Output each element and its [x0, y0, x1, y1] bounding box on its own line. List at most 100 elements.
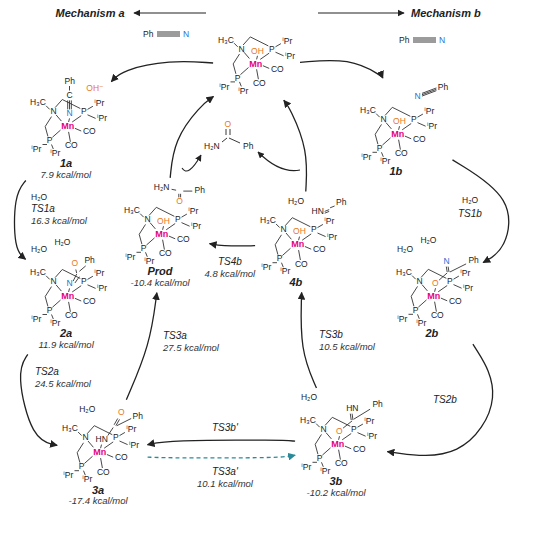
bond — [439, 273, 447, 280]
bond — [69, 100, 70, 109]
energy-value: 27.5 kcal/mol — [162, 343, 220, 353]
atom-label: N — [238, 45, 244, 54]
atom-label: Ph — [468, 256, 478, 265]
bond — [183, 190, 192, 191]
atom-label: CO — [83, 297, 96, 306]
atom-label: N — [416, 277, 422, 286]
bond — [231, 82, 236, 83]
atom-label: ⁱPr — [82, 475, 92, 484]
energy-value: 24.5 kcal/mol — [34, 379, 92, 389]
bond — [88, 276, 93, 279]
bond — [375, 124, 381, 144]
bond — [318, 233, 326, 237]
bond — [88, 114, 96, 118]
atom-label: H₂O — [54, 238, 70, 247]
species-label: Prod — [147, 266, 172, 277]
complex-structure: H₃CNPⁱPrⁱPrMnCOPⁱPrⁱPrCOOHNPhH₂O3b-10.2 … — [297, 390, 385, 501]
reaction-arrow — [148, 440, 296, 445]
bond — [75, 470, 80, 471]
bond — [43, 314, 48, 315]
bond — [412, 275, 416, 279]
bond — [282, 248, 290, 255]
bond — [107, 454, 113, 457]
atom-label: CO — [97, 468, 110, 477]
bond — [163, 240, 165, 250]
atom-label: CO — [159, 249, 172, 258]
transition-state-label: TS3b' — [211, 423, 239, 433]
bond — [140, 213, 144, 217]
energy-value: 16.3 kcal/mol — [30, 216, 88, 226]
bond — [422, 284, 427, 290]
atom-label: CO — [115, 453, 128, 462]
atom-label: H₃C — [30, 268, 46, 277]
bond — [411, 286, 417, 306]
atom-label: P — [269, 45, 275, 54]
ligand-label: HN — [96, 435, 108, 444]
atom-label: HN — [346, 404, 358, 413]
transition-state-label: TS1a — [30, 204, 56, 214]
complex-structure: H₃CNPⁱPrⁱPrMnCOPⁱPrⁱPrCOHNOPhH₂O3a-17.4 … — [59, 402, 146, 509]
bond — [350, 414, 352, 420]
bond — [240, 68, 248, 75]
species-label: 1b — [389, 166, 402, 177]
bond — [446, 266, 448, 271]
transition-state-label: TS4b — [217, 257, 243, 267]
atom-label: ⁱPr — [261, 263, 271, 272]
bond — [88, 441, 93, 447]
bond — [243, 37, 268, 46]
bond — [77, 442, 83, 462]
bond — [45, 116, 51, 136]
atom-label: P — [235, 74, 241, 83]
metal-label: Mn — [249, 60, 262, 69]
atom-label: Ph — [398, 36, 410, 45]
reaction-arrow — [111, 62, 213, 82]
atom-label: P — [411, 115, 417, 124]
atom-label: O — [118, 408, 125, 417]
atom-label: ⁱPr — [416, 319, 426, 328]
bond — [88, 284, 96, 288]
bond — [45, 286, 51, 306]
atom-label: CO — [313, 245, 326, 254]
transition-state-label: TS1b — [457, 209, 483, 219]
bond — [326, 432, 331, 438]
metal-label: Mn — [331, 440, 344, 449]
atom-label: ⁱPr — [397, 315, 407, 324]
atom-label: P — [413, 306, 419, 315]
bond — [405, 136, 411, 139]
atom-label: H₂O — [420, 236, 436, 245]
bond — [343, 421, 352, 428]
bond — [325, 209, 330, 211]
atom-label: ⁱPr — [320, 467, 330, 476]
bond — [101, 458, 103, 468]
bond — [454, 284, 462, 288]
energy-value: -17.4 kcal/mol — [68, 496, 127, 506]
atom-label: ⁱPr — [129, 441, 139, 450]
ligand-label: OH — [393, 117, 406, 126]
atom-label: P — [47, 306, 53, 315]
atom-label: N — [415, 92, 421, 101]
reaction-arrow — [300, 60, 383, 78]
bond — [79, 266, 85, 271]
bond — [322, 448, 330, 455]
atom-label: P — [317, 454, 323, 463]
atom-label: N — [438, 36, 446, 45]
bond — [149, 207, 174, 216]
reaction-arrow — [126, 293, 156, 400]
ligand-label: N — [67, 109, 73, 118]
bond — [418, 300, 426, 307]
metal-label: Mn — [61, 292, 74, 301]
bond — [182, 222, 190, 226]
bond — [117, 418, 131, 425]
bond — [325, 211, 330, 213]
bond — [275, 234, 281, 254]
bond — [276, 52, 284, 56]
ligand-label: O — [432, 279, 439, 288]
metal-label: Mn — [291, 240, 304, 249]
bond — [286, 233, 291, 239]
energy-value: 10.1 kcal/mol — [196, 479, 254, 489]
atom-label: P — [81, 277, 87, 286]
atom-label: N — [380, 115, 386, 124]
atom-label: CO — [395, 149, 408, 158]
bond — [169, 236, 175, 239]
bond — [182, 214, 187, 217]
